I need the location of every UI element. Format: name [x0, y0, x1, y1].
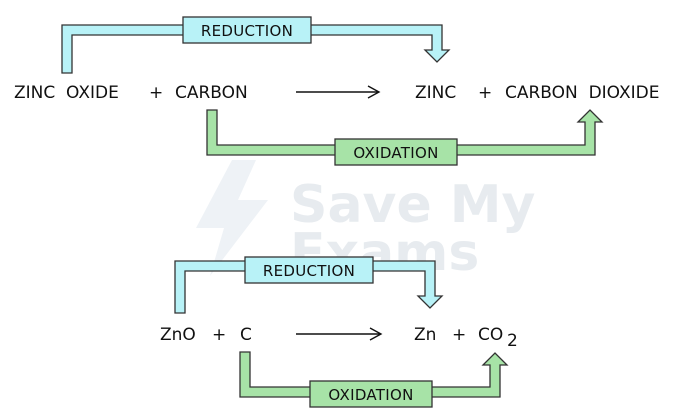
reduction-label-bottom: REDUCTION [263, 262, 355, 280]
symbol-plus-2: + [452, 325, 466, 345]
word-plus-1: + [149, 83, 163, 103]
reaction-arrow-top [296, 85, 381, 99]
word-reactant-1: ZINC OXIDE [14, 83, 119, 103]
oxidation-label-top: OXIDATION [353, 144, 438, 162]
oxidation-label-bottom: OXIDATION [328, 386, 413, 404]
reduction-label-box-top [182, 16, 312, 44]
watermark-line-1: Save My [290, 175, 535, 235]
symbol-plus-1: + [212, 325, 226, 345]
symbol-reactant-1: ZnO [160, 325, 196, 345]
reaction-arrow-bottom [296, 327, 383, 341]
symbol-reactant-2: C [240, 325, 252, 345]
word-product-2: CARBON DIOXIDE [505, 83, 659, 103]
reduction-label-top: REDUCTION [201, 22, 293, 40]
symbol-product-1: Zn [414, 325, 436, 345]
word-plus-2: + [478, 83, 492, 103]
oxidation-label-box-top [334, 138, 458, 166]
symbol-equation-group: REDUCTION ZnO + C Zn + CO 2 OXIDATION [160, 256, 518, 408]
word-product-1: ZINC [415, 83, 456, 103]
symbol-product-2: CO [478, 325, 503, 345]
word-reactant-2: CARBON [175, 83, 248, 103]
symbol-product-2-subscript: 2 [507, 331, 518, 351]
word-equation-group: REDUCTION ZINC OXIDE + CARBON ZINC + CAR… [14, 16, 659, 166]
reduction-label-box-bottom [244, 256, 374, 284]
lightning-bolt-icon [196, 160, 268, 276]
oxidation-label-box-bottom [309, 380, 433, 408]
reduction-arrow-bottom [174, 260, 444, 314]
